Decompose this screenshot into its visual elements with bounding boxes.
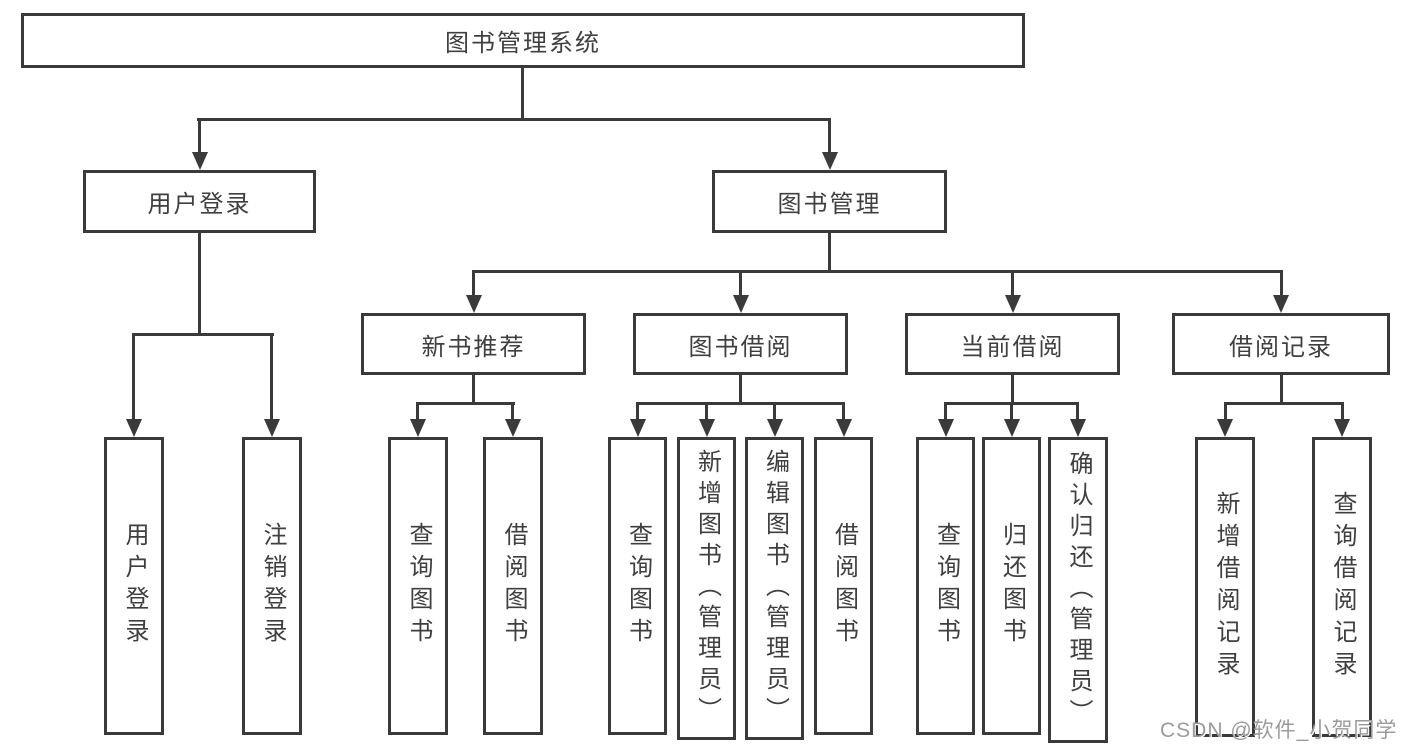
leaf-br-query-record: 查询借阅记录 (1312, 437, 1372, 737)
connector-new-book-rec-drop-2 (511, 402, 514, 419)
connector-book-borrow-drop-1 (636, 402, 639, 419)
connector-user-login-drop-1 (132, 333, 135, 419)
arrowhead-nb-query (410, 419, 426, 437)
connector-book-borrow-drop-2 (705, 402, 708, 419)
connector-root-bar (197, 118, 831, 121)
connector-root-stem (521, 68, 524, 120)
node-current-borrow: 当前借阅 (905, 313, 1120, 375)
connector-borrow-record-drop-1 (1224, 402, 1227, 419)
leaf-cb-confirm-return-admin: 确认归还（管理员） (1048, 437, 1108, 743)
connector-book-mgmt-drop-4 (1280, 270, 1283, 295)
connector-book-mgmt-drop-3 (1011, 270, 1014, 295)
leaf-bb-query-book: 查询图书 (608, 437, 667, 735)
arrowhead-bb-add (699, 419, 715, 437)
connector-book-mgmt-bar (472, 270, 1282, 273)
arrowhead-user-login (192, 152, 208, 170)
leaf-bb-edit-book-admin: 编辑图书（管理员） (745, 437, 804, 740)
connector-current-borrow-drop-1 (944, 402, 947, 419)
node-user-login: 用户登录 (83, 170, 316, 233)
node-book-borrow: 图书借阅 (633, 313, 848, 375)
leaf-cb-return-book: 归还图书 (982, 437, 1041, 735)
connector-current-borrow-drop-2 (1010, 402, 1013, 419)
leaf-user-login: 用户登录 (104, 437, 164, 735)
arrowhead-leaf-logout (264, 419, 280, 437)
arrowhead-current-borrow (1005, 295, 1021, 313)
leaf-nb-borrow-book: 借阅图书 (483, 437, 543, 735)
leaf-nb-query-book: 查询图书 (388, 437, 448, 735)
leaf-logout-login: 注销登录 (242, 437, 302, 735)
connector-book-borrow-bar (636, 402, 845, 405)
arrowhead-bb-edit (767, 419, 783, 437)
connector-borrow-record-bar (1224, 402, 1343, 405)
arrowhead-nb-borrow (505, 419, 521, 437)
connector-root-drop-1 (198, 118, 201, 153)
connector-book-mgmt-drop-1 (472, 270, 475, 295)
connector-user-login-drop-2 (270, 333, 273, 419)
arrowhead-br-query (1334, 419, 1350, 437)
node-book-mgmt: 图书管理 (712, 170, 947, 233)
connector-borrow-record-drop-2 (1341, 402, 1344, 419)
arrowhead-cb-query (938, 419, 954, 437)
connector-book-borrow-drop-4 (842, 402, 845, 419)
connector-book-borrow-stem (739, 375, 742, 404)
connector-book-mgmt-stem (828, 233, 831, 273)
node-book-mgmt-system: 图书管理系统 (21, 13, 1025, 68)
arrowhead-new-book-rec (466, 295, 482, 313)
arrowhead-leaf-user-login (126, 419, 142, 437)
leaf-bb-add-book-admin: 新增图书（管理员） (677, 437, 736, 740)
connector-new-book-rec-stem (472, 375, 475, 404)
node-borrow-record: 借阅记录 (1172, 313, 1390, 375)
arrowhead-cb-return (1004, 419, 1020, 437)
connector-user-login-stem (198, 233, 201, 335)
connector-user-login-bar (132, 333, 274, 336)
leaf-br-add-record: 新增借阅记录 (1195, 437, 1255, 737)
arrowhead-book-mgmt (822, 152, 838, 170)
connector-borrow-record-stem (1280, 375, 1283, 404)
arrowhead-book-borrow (733, 295, 749, 313)
connector-current-borrow-stem (1011, 375, 1014, 404)
arrowhead-cb-confirm (1070, 419, 1086, 437)
arrowhead-bb-query (630, 419, 646, 437)
watermark-text: CSDN @软件_小贺同学 (1160, 719, 1398, 742)
arrowhead-borrow-record (1273, 295, 1289, 313)
connector-book-borrow-drop-3 (773, 402, 776, 419)
connector-root-drop-2 (828, 118, 831, 153)
node-new-book-rec: 新书推荐 (361, 313, 586, 375)
connector-book-mgmt-drop-2 (739, 270, 742, 295)
connector-current-borrow-drop-3 (1076, 402, 1079, 419)
leaf-bb-borrow-book: 借阅图书 (814, 437, 873, 735)
connector-new-book-rec-bar (417, 402, 515, 405)
arrowhead-br-add (1217, 419, 1233, 437)
connector-new-book-rec-drop-1 (416, 402, 419, 419)
arrowhead-bb-borrow (836, 419, 852, 437)
leaf-cb-query-book: 查询图书 (916, 437, 975, 735)
